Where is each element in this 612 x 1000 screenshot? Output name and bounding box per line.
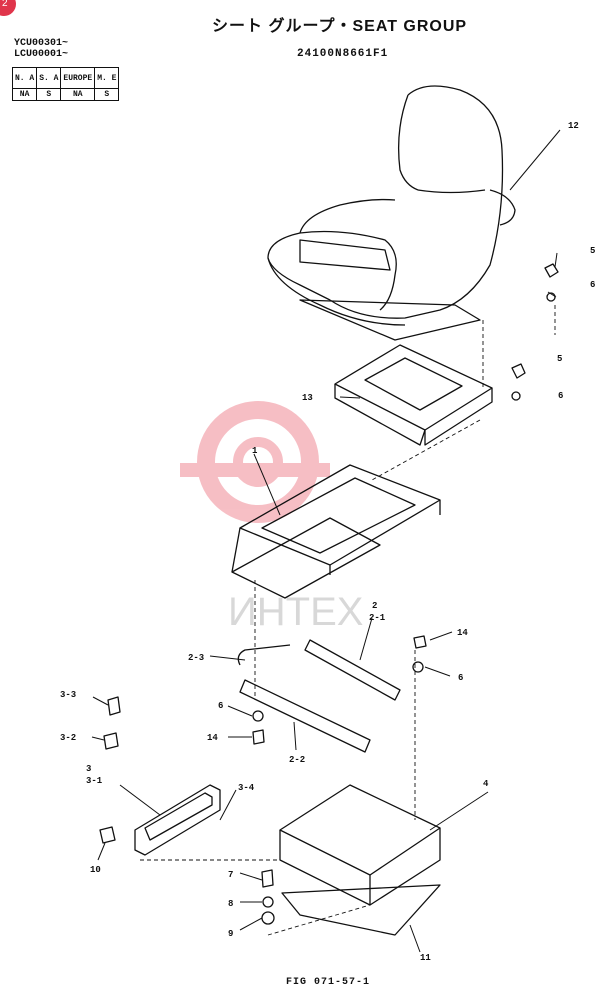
callout-10: 10	[90, 865, 101, 875]
region-table: N. A S. A EUROPE M. E NA S NA S	[11, 67, 120, 101]
seat-assembly	[267, 85, 516, 341]
callout-12: 12	[568, 121, 579, 131]
page-title: シート グループ・SEAT GROUP	[212, 18, 468, 35]
serial-range: YCU00301~ LCU00001~	[14, 38, 68, 60]
callout-4: 4	[483, 779, 489, 789]
callout-5b: 5	[557, 354, 562, 364]
callout-7: 7	[228, 870, 233, 880]
serial-lcu: LCU00001~	[14, 49, 69, 60]
callout-1: 1	[252, 446, 258, 456]
callout-6c: 6	[458, 673, 463, 683]
slide-rails	[237, 639, 401, 753]
page-badge: 2	[0, 0, 16, 16]
region-value-na: NA	[11, 88, 38, 101]
callout-labels: 12 5 6 5 6 13 1 2 2-1 2-3 14 6 6 14 2-2 …	[60, 121, 595, 963]
callout-3-2: 3-2	[60, 733, 76, 743]
callout-13: 13	[302, 393, 313, 403]
callout-5a: 5	[590, 246, 595, 256]
figure-caption: FIG 071-57-1	[286, 977, 371, 988]
callout-2: 2	[372, 601, 377, 611]
leader-lines	[91, 129, 561, 953]
region-value-me: S	[94, 88, 120, 101]
region-value-sa: S	[36, 88, 62, 101]
watermark-text: ИНТЕХ	[228, 590, 363, 634]
serial-ycu: YCU00301~	[14, 38, 69, 49]
fasteners	[99, 263, 559, 925]
watermark-logo	[180, 401, 330, 523]
callout-6b: 6	[558, 391, 563, 401]
callout-3: 3	[86, 764, 91, 774]
callout-6a: 6	[590, 280, 595, 290]
callout-2-2: 2-2	[289, 755, 305, 765]
callout-8: 8	[228, 899, 233, 909]
control-console	[134, 784, 221, 856]
callout-2-3: 2-3	[188, 653, 204, 663]
callout-3-1: 3-1	[86, 776, 103, 786]
callout-3-4: 3-4	[238, 783, 255, 793]
dashed-guides	[140, 305, 556, 936]
callout-14b: 14	[207, 733, 218, 743]
seat-bracket	[334, 344, 493, 446]
callout-9: 9	[228, 929, 233, 939]
slide-frame	[231, 464, 441, 599]
callout-3-3: 3-3	[60, 690, 76, 700]
callout-14a: 14	[457, 628, 468, 638]
part-number: 24100N8661F1	[297, 48, 389, 60]
callout-6d: 6	[218, 701, 223, 711]
seat-base-box	[279, 784, 441, 936]
callout-11: 11	[420, 953, 431, 963]
callout-2-1: 2-1	[369, 613, 386, 623]
